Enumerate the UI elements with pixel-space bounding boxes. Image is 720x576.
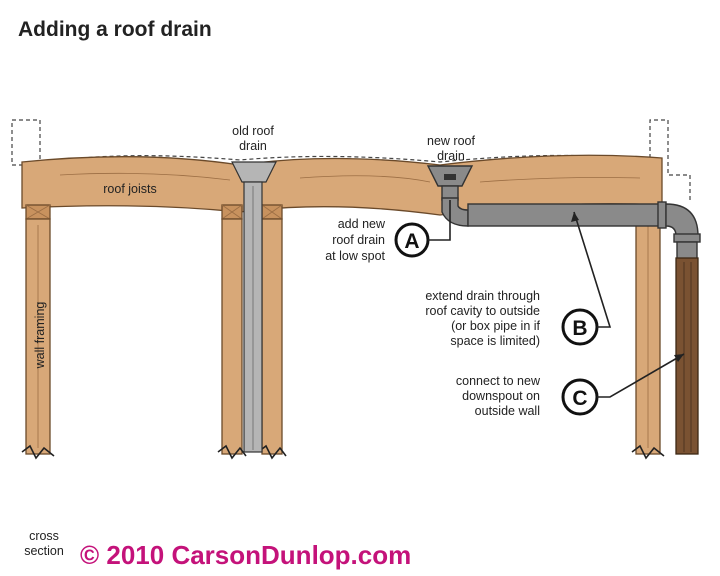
break-line-center-right: [257, 444, 287, 460]
old-roof-drain: [231, 161, 277, 453]
callout-b-line3: (or box pipe in if: [451, 319, 540, 333]
callout-a: add new roof drain at low spot A: [325, 200, 451, 263]
break-line-left: [21, 444, 55, 460]
callout-b-letter: B: [572, 317, 587, 340]
copyright-text: © 2010 CarsonDunlop.com: [80, 540, 411, 570]
old-drain-label-line2: drain: [239, 139, 267, 153]
diagram-title: Adding a roof drain: [18, 18, 212, 41]
parapet-outline-left: [11, 119, 41, 166]
callout-b-line4: space is limited): [450, 334, 540, 348]
callout-c-letter: C: [572, 387, 587, 410]
wall-framing-label: wall framing: [33, 302, 47, 370]
callout-a-line3: at low spot: [325, 249, 385, 263]
callout-b-line1: extend drain through: [425, 289, 540, 303]
wall-stud-center-right: [261, 218, 283, 455]
new-drain-pipe: [441, 197, 701, 261]
downspout: [675, 257, 699, 455]
callout-c: connect to new downspout on outside wall…: [456, 353, 685, 418]
callout-b: extend drain through roof cavity to outs…: [425, 211, 612, 348]
blocking-center-left: [221, 204, 243, 220]
callout-a-line2: roof drain: [332, 233, 385, 247]
joist-grain-2: [299, 175, 431, 183]
callout-c-leader: [597, 353, 685, 398]
roof-joists-label: roof joists: [103, 182, 157, 196]
new-drain-label-line2: drain: [437, 149, 465, 163]
callout-b-line2: roof cavity to outside: [425, 304, 540, 318]
break-line-right: [631, 444, 665, 460]
cross-section-label-line1: cross: [29, 529, 59, 543]
callout-b-leader: [573, 211, 612, 328]
old-drain-label-line1: old roof: [232, 124, 274, 138]
blocking-left: [25, 204, 51, 220]
callout-c-arrowhead: [674, 354, 684, 362]
callout-b-arrowhead: [571, 212, 579, 222]
joist-grain-3: [479, 177, 641, 183]
callout-a-leader: [428, 200, 451, 241]
cross-section-label-line2: section: [24, 544, 64, 558]
callout-a-line1: add new: [338, 217, 386, 231]
callout-c-line3: outside wall: [475, 404, 540, 418]
blocking-center-right: [261, 204, 283, 220]
parapet-outline-right: [649, 119, 691, 200]
new-roof-drain: [426, 165, 474, 201]
callout-c-line1: connect to new: [456, 374, 541, 388]
joist-grain-1: [59, 172, 231, 181]
break-line-center-left: [217, 444, 247, 460]
callout-a-letter: A: [404, 230, 419, 253]
callout-c-line2: downspout on: [462, 389, 540, 403]
new-drain-label-line1: new roof: [427, 134, 475, 148]
wall-stud-center-left: [221, 218, 243, 455]
